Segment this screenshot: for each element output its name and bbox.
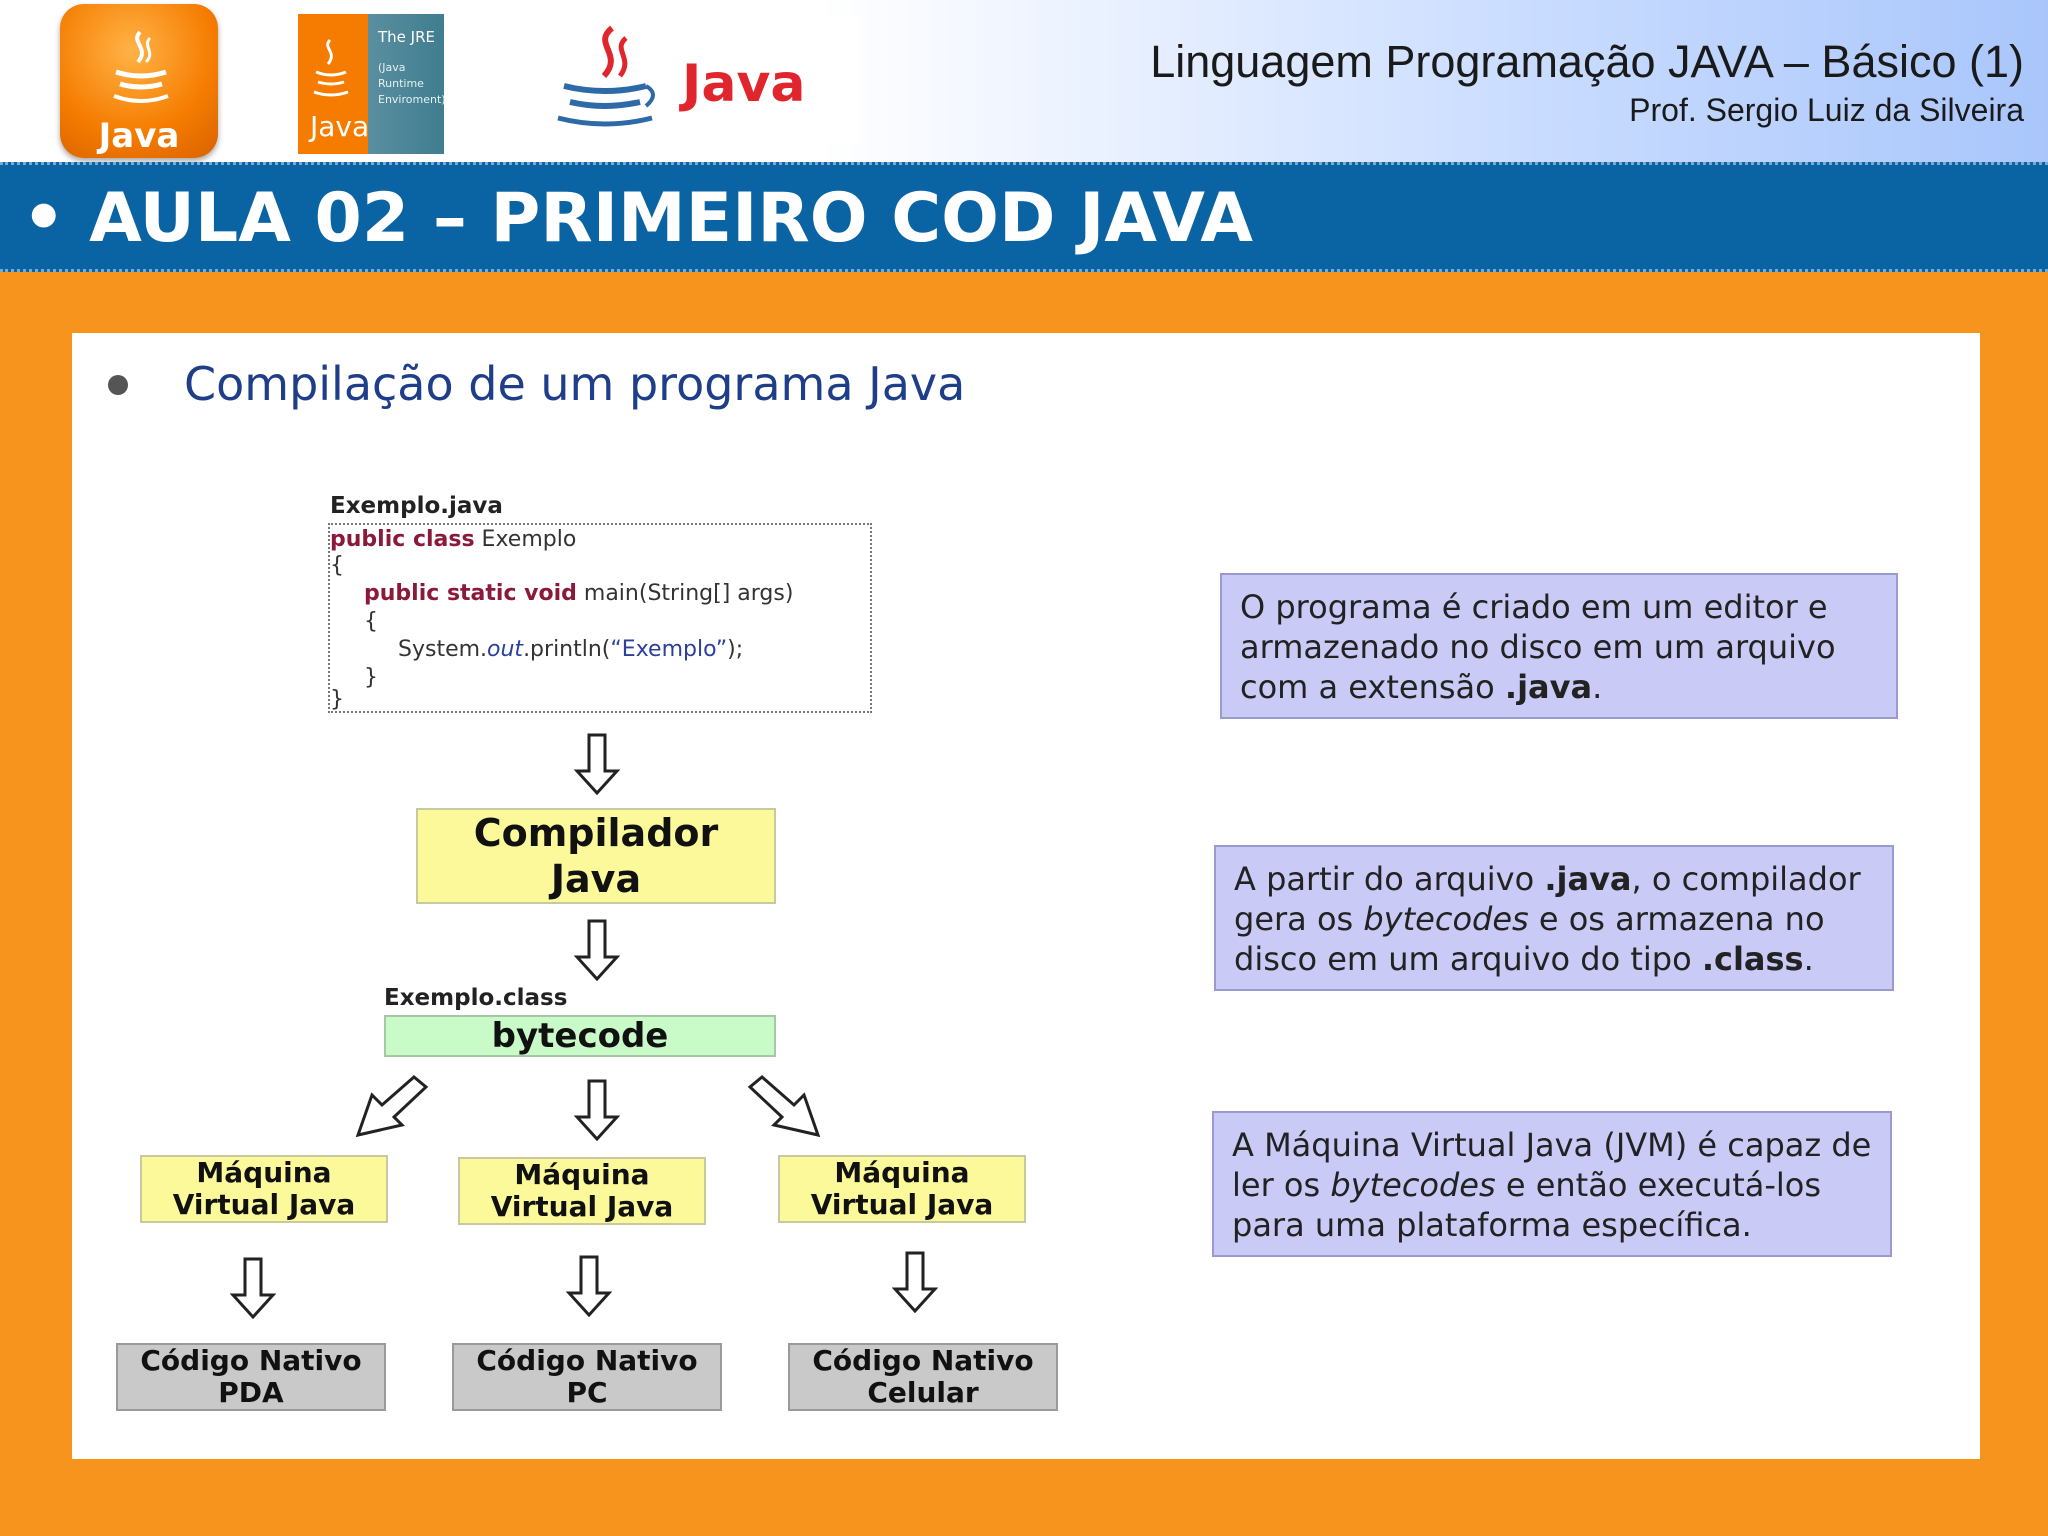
jre-logo: Java The JRE (Java Runtime Enviroment) bbox=[298, 14, 446, 154]
note-jvm: A Máquina Virtual Java (JVM) é capaz de … bbox=[1212, 1111, 1892, 1257]
note-text: e então executá-los para uma plataforma … bbox=[1232, 1166, 1822, 1244]
code-line-6: } bbox=[364, 665, 378, 690]
logo2-label: Java bbox=[310, 110, 370, 143]
jvm-line-1: Máquina bbox=[834, 1156, 970, 1189]
code-line-5: System.out.println(“Exemplo”); bbox=[398, 637, 743, 662]
down-left-arrow-icon bbox=[355, 1075, 429, 1138]
note-text: . bbox=[1803, 940, 1814, 978]
code-line-3: public static void main(String[] args) bbox=[364, 581, 793, 606]
native-line-1: Código Nativo bbox=[476, 1344, 698, 1377]
jvm-line-2: Virtual Java bbox=[490, 1190, 674, 1223]
code-text: System. bbox=[398, 637, 488, 662]
native-code-box-1: Código Nativo PDA bbox=[116, 1343, 386, 1411]
note-italic: bytecodes bbox=[1330, 1166, 1496, 1204]
note-text: A Máquina Virtual Java (JVM) é capaz de … bbox=[1232, 1126, 1872, 1204]
note-text: e os armazena no disco em um arquivo do … bbox=[1234, 900, 1825, 978]
down-arrow-icon bbox=[574, 733, 620, 795]
java-logo-wordmark: Java bbox=[510, 16, 860, 144]
down-arrow-icon bbox=[574, 919, 620, 981]
note-text: . bbox=[1592, 668, 1603, 706]
code-keyword: public static void bbox=[364, 581, 577, 606]
code-snippet: public class Exemplo { public static voi… bbox=[328, 523, 872, 713]
jvm-line-2: Virtual Java bbox=[172, 1188, 356, 1221]
class-file-label: Exemplo.class bbox=[384, 985, 568, 1011]
logo3-label: Java bbox=[682, 54, 806, 114]
code-line-1: public class Exemplo bbox=[330, 527, 576, 552]
note-compiler: A partir do arquivo .java, o compilador … bbox=[1214, 845, 1894, 991]
logo2-jre: The JRE bbox=[378, 28, 435, 46]
code-text: .println( bbox=[523, 637, 611, 662]
note-text: O programa é criado em um editor e armaz… bbox=[1240, 588, 1836, 706]
lesson-title: • AULA 02 – PRIMEIRO COD JAVA bbox=[22, 179, 1254, 258]
code-line-4: { bbox=[364, 609, 378, 634]
note-editor: O programa é criado em um editor e armaz… bbox=[1220, 573, 1898, 719]
down-arrow-icon bbox=[566, 1255, 612, 1317]
content-panel: Compilação de um programa Java Exemplo.j… bbox=[72, 333, 1980, 1459]
code-keyword: public class bbox=[330, 527, 475, 552]
bytecode-box: bytecode bbox=[384, 1015, 776, 1057]
native-code-box-2: Código Nativo PC bbox=[452, 1343, 722, 1411]
logo2-jre-sub: (Java Runtime Enviroment) bbox=[378, 61, 446, 106]
code-line-2: { bbox=[330, 553, 344, 578]
note-emphasis: .java bbox=[1544, 860, 1632, 898]
java-cup-icon bbox=[113, 30, 169, 103]
native-line-1: Código Nativo bbox=[140, 1344, 362, 1377]
down-right-arrow-icon bbox=[747, 1075, 821, 1138]
jvm-box-3: Máquina Virtual Java bbox=[778, 1155, 1026, 1223]
down-arrow-icon bbox=[574, 1079, 620, 1141]
down-arrow-icon bbox=[230, 1257, 276, 1319]
jvm-line-1: Máquina bbox=[196, 1156, 332, 1189]
compiler-line-1: Compilador bbox=[473, 811, 719, 855]
java-logo-orange: Java bbox=[60, 4, 218, 158]
source-file-label: Exemplo.java bbox=[330, 493, 503, 519]
code-text: main(String[] args) bbox=[576, 581, 794, 606]
bullet-icon bbox=[108, 375, 128, 395]
note-text: , o compilador gera os bbox=[1234, 860, 1861, 938]
note-text: A partir do arquivo bbox=[1234, 860, 1545, 898]
course-title: Linguagem Programação JAVA – Básico (1) bbox=[1150, 36, 2024, 87]
code-string: “Exemplo” bbox=[610, 637, 728, 662]
java-cup-icon bbox=[313, 38, 349, 97]
java-cup-icon bbox=[557, 25, 655, 127]
jvm-box-1: Máquina Virtual Java bbox=[140, 1155, 388, 1223]
jvm-box-2: Máquina Virtual Java bbox=[458, 1157, 706, 1225]
jvm-line-1: Máquina bbox=[514, 1158, 650, 1191]
lesson-title-bar: • AULA 02 – PRIMEIRO COD JAVA bbox=[0, 162, 2048, 272]
code-line-7: } bbox=[330, 687, 344, 712]
bytecode-label: bytecode bbox=[491, 1016, 669, 1056]
native-line-2: PC bbox=[566, 1376, 608, 1409]
jvm-line-2: Virtual Java bbox=[810, 1188, 994, 1221]
code-text: ); bbox=[727, 637, 744, 662]
note-emphasis: .class bbox=[1701, 940, 1804, 978]
native-line-2: Celular bbox=[867, 1376, 979, 1409]
logo1-label: Java bbox=[98, 116, 180, 156]
slide-subtitle: Compilação de um programa Java bbox=[184, 357, 966, 411]
native-line-1: Código Nativo bbox=[812, 1344, 1034, 1377]
native-line-2: PDA bbox=[218, 1376, 284, 1409]
slide-header: Java Java The JRE (Java Runtime Envirome… bbox=[0, 0, 2048, 162]
note-italic: bytecodes bbox=[1363, 900, 1529, 938]
native-code-box-3: Código Nativo Celular bbox=[788, 1343, 1058, 1411]
code-field: out bbox=[487, 637, 524, 662]
compiler-box: Compilador Java bbox=[416, 808, 776, 904]
down-arrow-icon bbox=[892, 1251, 938, 1313]
compiler-line-2: Java bbox=[550, 857, 642, 901]
code-text: Exemplo bbox=[474, 527, 577, 552]
professor-name: Prof. Sergio Luiz da Silveira bbox=[1629, 92, 2024, 128]
note-emphasis: .java bbox=[1504, 668, 1593, 706]
